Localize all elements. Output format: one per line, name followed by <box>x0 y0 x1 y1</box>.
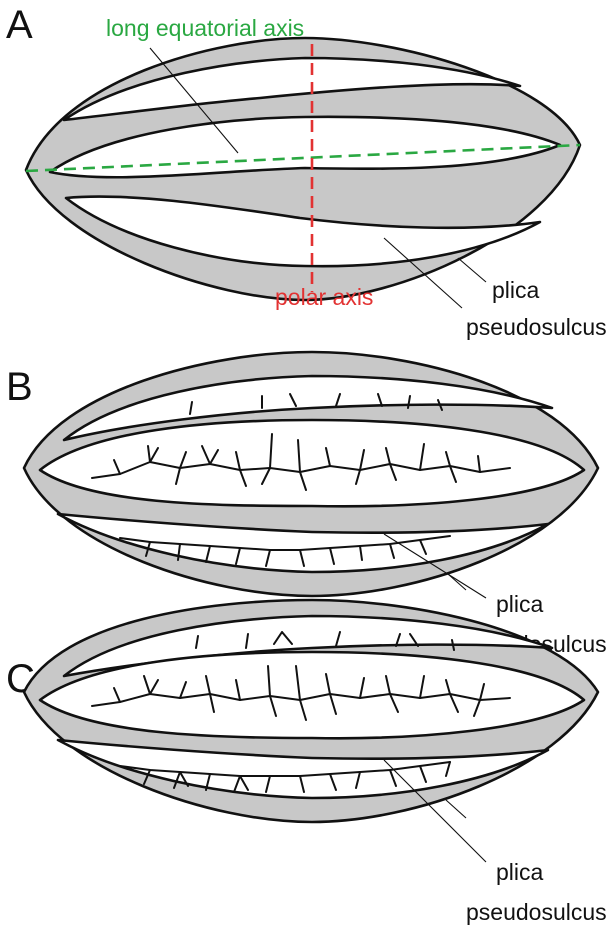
pseudosulcus-label-c: pseudosulcus <box>466 899 607 925</box>
panel-a-letter: A <box>6 3 33 47</box>
pollen-grain-b <box>24 352 598 596</box>
pseudosulcus-leader-c <box>446 800 466 818</box>
pseudosulcus-label-a: pseudosulcus <box>466 314 607 340</box>
pollen-grain-a <box>26 38 580 300</box>
plica-label-c: plica <box>496 859 544 885</box>
polar-axis-label: polar axis <box>275 284 373 310</box>
long-equatorial-axis-label: long equatorial axis <box>106 15 304 41</box>
pollen-grain-c <box>24 600 598 822</box>
panel-c: C plica pseudosulcus <box>6 600 607 925</box>
plica-label-b: plica <box>496 591 544 617</box>
pseudosulcus-leader-b <box>448 574 466 590</box>
plica-leader-a <box>458 258 486 282</box>
panel-a: A long equatorial axis polar axis plica … <box>6 3 607 340</box>
plica-label-a: plica <box>492 277 540 303</box>
panel-b-letter: B <box>6 365 33 409</box>
